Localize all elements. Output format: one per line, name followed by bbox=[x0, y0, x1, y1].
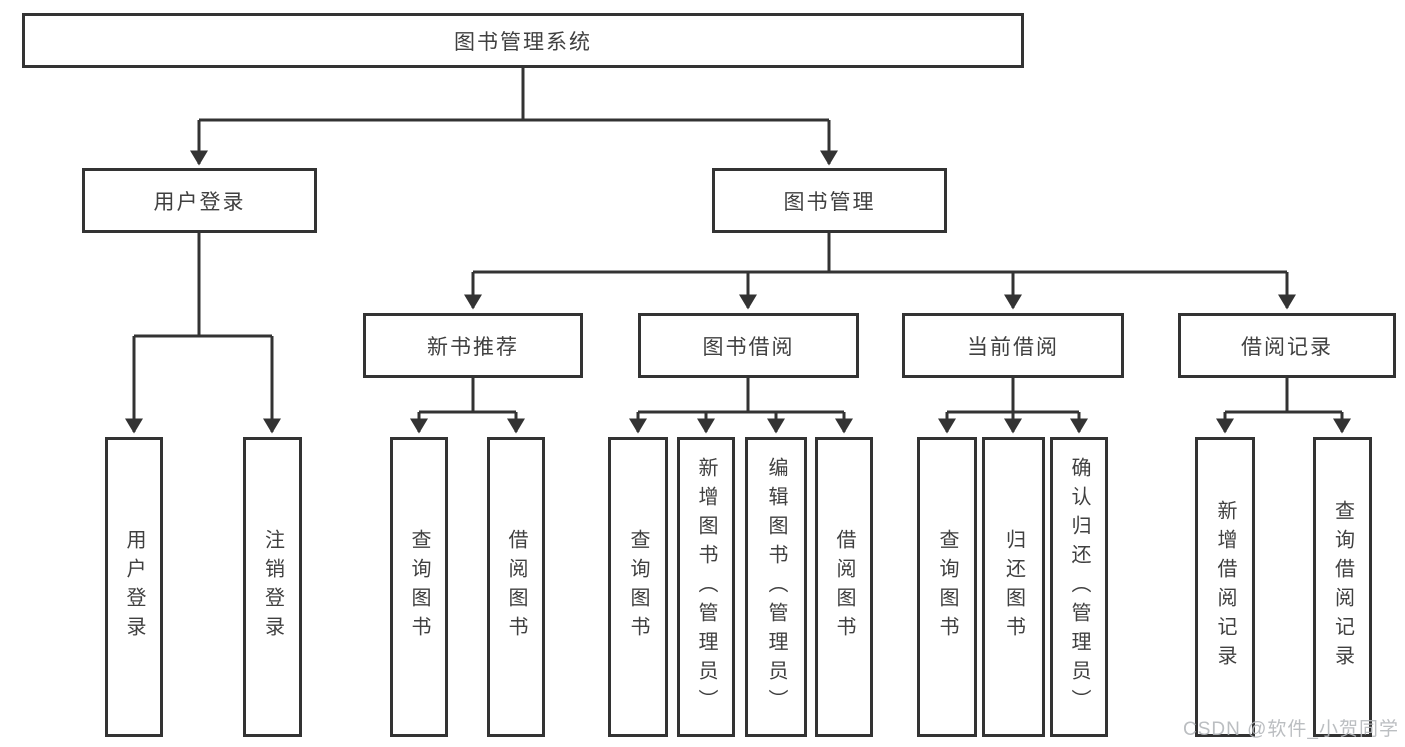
node-book-management: 图书管理 bbox=[712, 168, 947, 233]
leaf-query-borrow-record: 查询借阅记录 bbox=[1313, 437, 1372, 737]
csdn-watermark: CSDN @软件_小贺同学 bbox=[1183, 719, 1399, 740]
node-book-borrow: 图书借阅 bbox=[638, 313, 859, 378]
leaf-recommend-borrow-book: 借阅图书 bbox=[487, 437, 545, 737]
leaf-add-borrow-record: 新增借阅记录 bbox=[1195, 437, 1255, 737]
leaf-return-book: 归还图书 bbox=[982, 437, 1045, 737]
node-new-book-recommend: 新书推荐 bbox=[363, 313, 583, 378]
leaf-current-query-book: 查询图书 bbox=[917, 437, 977, 737]
leaf-edit-book-admin: 编辑图书（管理员） bbox=[745, 437, 807, 737]
node-current-borrow: 当前借阅 bbox=[902, 313, 1124, 378]
leaf-user-login: 用户登录 bbox=[105, 437, 163, 737]
leaf-recommend-query-book: 查询图书 bbox=[390, 437, 448, 737]
leaf-add-book-admin: 新增图书（管理员） bbox=[677, 437, 735, 737]
leaf-borrow-query-book: 查询图书 bbox=[608, 437, 668, 737]
node-borrow-records: 借阅记录 bbox=[1178, 313, 1396, 378]
node-library-system: 图书管理系统 bbox=[22, 13, 1024, 68]
node-user-login: 用户登录 bbox=[82, 168, 317, 233]
leaf-confirm-return-admin: 确认归还（管理员） bbox=[1050, 437, 1108, 737]
leaf-logout: 注销登录 bbox=[243, 437, 302, 737]
leaf-borrow-book: 借阅图书 bbox=[815, 437, 873, 737]
